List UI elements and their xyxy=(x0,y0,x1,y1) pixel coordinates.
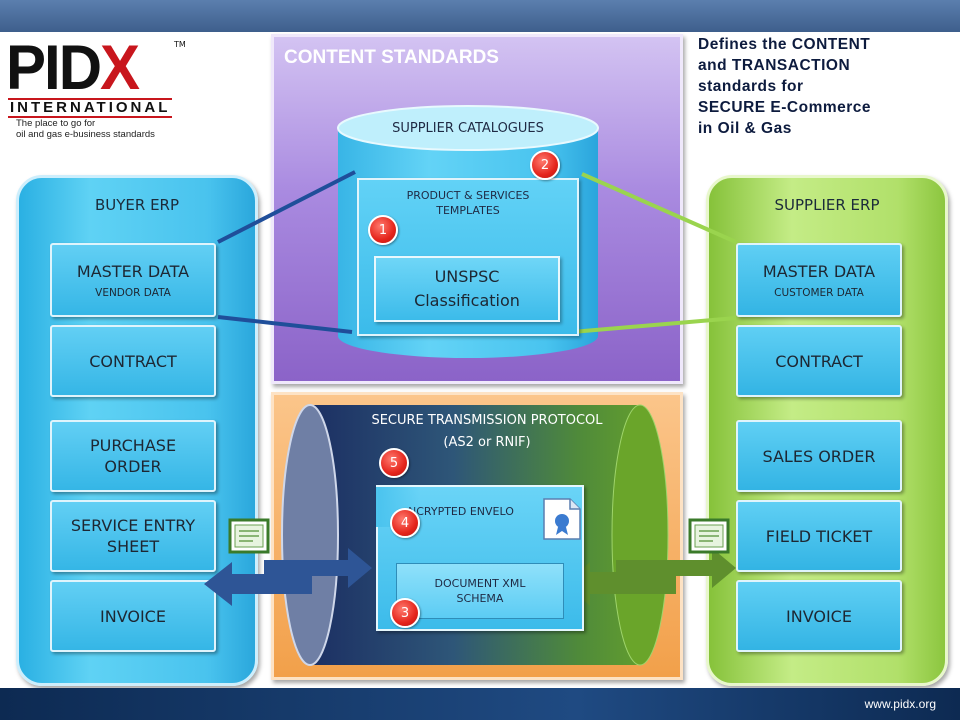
logo-international: INTERNATIONAL xyxy=(8,98,173,118)
protocol-line1: SECURE TRANSMISSION PROTOCOL xyxy=(371,413,603,428)
buyer-master-data-label: MASTER DATA xyxy=(76,261,190,281)
supplier-sales-order-label: SALES ORDER xyxy=(762,446,876,466)
buyer-invoice-label: INVOICE xyxy=(100,606,166,626)
logo-trademark: TM xyxy=(174,40,186,49)
supplier-sales-order-box[interactable]: SALES ORDER xyxy=(736,420,902,492)
buyer-transmission-arrows xyxy=(204,548,372,606)
document-xml-schema-box[interactable]: DOCUMENT XML SCHEMA xyxy=(396,563,564,619)
supplier-master-data-box[interactable]: MASTER DATA CUSTOMER DATA xyxy=(736,243,902,317)
buyer-certificate-icon xyxy=(228,518,270,554)
buyer-service-entry-line2: SHEET xyxy=(106,537,160,556)
buyer-master-data-box[interactable]: MASTER DATA VENDOR DATA xyxy=(50,243,216,317)
top-banner xyxy=(0,0,960,32)
supplier-invoice-label: INVOICE xyxy=(786,606,852,626)
secure-transmission-label: SECURE TRANSMISSION PROTOCOL (AS2 or RNI… xyxy=(322,410,652,454)
supplier-contract-label: CONTRACT xyxy=(775,351,863,371)
unspsc-line2: Classification xyxy=(414,291,520,310)
step-badge-2: 2 xyxy=(530,150,560,180)
description-note: Defines the CONTENT and TRANSACTION stan… xyxy=(698,34,956,139)
note-line4: SECURE E-Commerce xyxy=(698,99,872,116)
xml-schema-line2: SCHEMA xyxy=(456,592,504,605)
unspsc-classification-box[interactable]: UNSPSC Classification xyxy=(374,256,560,322)
logo-x-text: X xyxy=(100,32,140,103)
supplier-master-data-label: MASTER DATA xyxy=(762,261,876,281)
supplier-field-ticket-box[interactable]: FIELD TICKET xyxy=(736,500,902,572)
supplier-customer-data-label: CUSTOMER DATA xyxy=(774,286,864,299)
logo-pid-text: PID xyxy=(6,32,102,103)
templates-label: PRODUCT & SERVICES TEMPLATES xyxy=(359,188,577,218)
buyer-service-entry-line1: SERVICE ENTRY xyxy=(70,516,196,535)
encrypted-envelope-label: NCRYPTED ENVELO xyxy=(408,505,514,518)
buyer-purchase-order-line2: ORDER xyxy=(104,457,162,476)
buyer-vendor-data-label: VENDOR DATA xyxy=(95,286,171,299)
step-badge-4: 4 xyxy=(390,508,420,538)
xml-schema-line1: DOCUMENT XML xyxy=(434,577,526,590)
supplier-erp-title: SUPPLIER ERP xyxy=(774,196,880,214)
buyer-contract-box[interactable]: CONTRACT xyxy=(50,325,216,397)
supplier-transmission-arrows xyxy=(566,548,736,606)
buyer-service-entry-box[interactable]: SERVICE ENTRY SHEET xyxy=(50,500,216,572)
supplier-certificate-icon xyxy=(688,518,730,554)
logo-tagline-line1: The place to go for xyxy=(16,118,96,129)
footer-bar xyxy=(0,688,960,720)
logo-tagline: The place to go for oil and gas e-busine… xyxy=(16,118,155,140)
note-line1: Defines the CONTENT xyxy=(698,36,871,53)
logo-wordmark: PIDX xyxy=(6,36,140,100)
footer-url[interactable]: www.pidx.org xyxy=(864,697,936,711)
step-badge-5: 5 xyxy=(379,448,409,478)
protocol-line2: (AS2 or RNIF) xyxy=(443,435,531,450)
templates-label-line1: PRODUCT & SERVICES xyxy=(406,189,530,202)
pidx-logo: PIDX TM INTERNATIONAL The place to go fo… xyxy=(6,36,186,140)
buyer-invoice-box[interactable]: INVOICE xyxy=(50,580,216,652)
supplier-catalogues-label: SUPPLIER CATALOGUES xyxy=(392,121,544,136)
document-certificate-icon xyxy=(543,498,581,540)
supplier-invoice-box[interactable]: INVOICE xyxy=(736,580,902,652)
buyer-erp-title: BUYER ERP xyxy=(94,196,180,214)
templates-label-line2: TEMPLATES xyxy=(436,204,500,217)
supplier-catalogue-connectors xyxy=(571,172,737,334)
buyer-purchase-order-line1: PURCHASE xyxy=(89,436,177,455)
note-line5: in Oil & Gas xyxy=(698,120,792,137)
buyer-contract-label: CONTRACT xyxy=(89,351,177,371)
unspsc-line1: UNSPSC xyxy=(434,267,500,286)
step-badge-1: 1 xyxy=(368,215,398,245)
note-line3: standards for xyxy=(698,78,804,95)
content-standards-title: CONTENT STANDARDS xyxy=(284,47,499,68)
supplier-field-ticket-label: FIELD TICKET xyxy=(765,526,873,546)
buyer-catalogue-connectors xyxy=(217,170,356,334)
buyer-purchase-order-box[interactable]: PURCHASE ORDER xyxy=(50,420,216,492)
logo-tagline-line2: oil and gas e-business standards xyxy=(16,129,155,140)
note-line2: and TRANSACTION xyxy=(698,57,851,74)
step-badge-3: 3 xyxy=(390,598,420,628)
supplier-contract-box[interactable]: CONTRACT xyxy=(736,325,902,397)
